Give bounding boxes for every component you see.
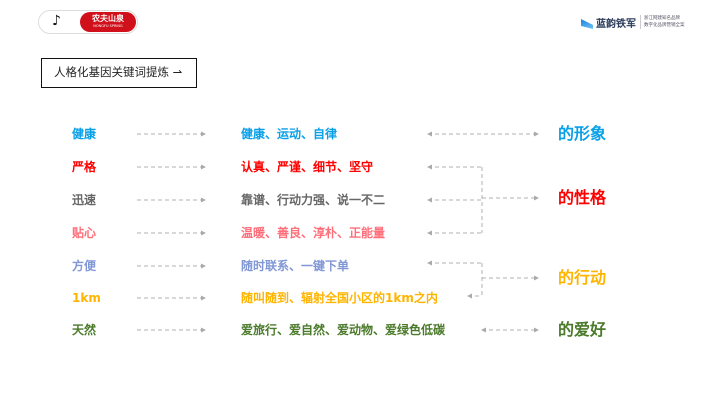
keyword: 迅速 — [72, 193, 97, 207]
description: 爱旅行、爱自然、爱动物、爱绿色低碳 — [241, 323, 446, 337]
result-label: 的性格 — [558, 188, 607, 207]
result-label: 的形象 — [558, 124, 607, 143]
description: 健康、运动、自律 — [241, 127, 338, 141]
keyword: 1km — [72, 291, 101, 305]
partner-sub2: 数字化品牌营销全案 — [644, 23, 685, 28]
brand-cn: 农夫山泉 — [92, 14, 124, 23]
brand-en: NONGFU SPRING — [93, 24, 123, 28]
keyword: 方便 — [72, 259, 97, 273]
page-title: 人格化基因关键词提炼 ⇀ — [41, 58, 197, 88]
partner-name: 蓝韵铁军 — [596, 19, 636, 30]
description: 随叫随到、辐射全国小区的1km之内 — [241, 291, 438, 305]
description: 温暖、善良、淳朴、正能量 — [241, 226, 386, 240]
description: 认真、严谨、细节、坚守 — [241, 160, 374, 174]
keyword: 健康 — [72, 127, 97, 141]
partner-logo-icon — [581, 19, 593, 29]
keyword: 天然 — [72, 323, 97, 337]
partner-sub: 浙江网建知名品牌数字化品牌营销全案 — [640, 15, 685, 29]
description: 靠谱、行动力强、说一不二 — [241, 193, 386, 207]
keyword: 严格 — [72, 160, 97, 174]
description: 随时联系、一键下单 — [241, 259, 350, 273]
keyword: 贴心 — [72, 226, 97, 240]
partner-logo: 蓝韵铁军 — [581, 15, 636, 30]
tiktok-icon: ♪ — [52, 13, 61, 29]
result-label: 的行动 — [558, 268, 607, 287]
nongfu-logo: 农夫山泉 NONGFU SPRING — [80, 12, 136, 32]
partner-sub1: 浙江网建知名品牌 — [644, 16, 680, 21]
result-label: 的爱好 — [558, 320, 607, 339]
